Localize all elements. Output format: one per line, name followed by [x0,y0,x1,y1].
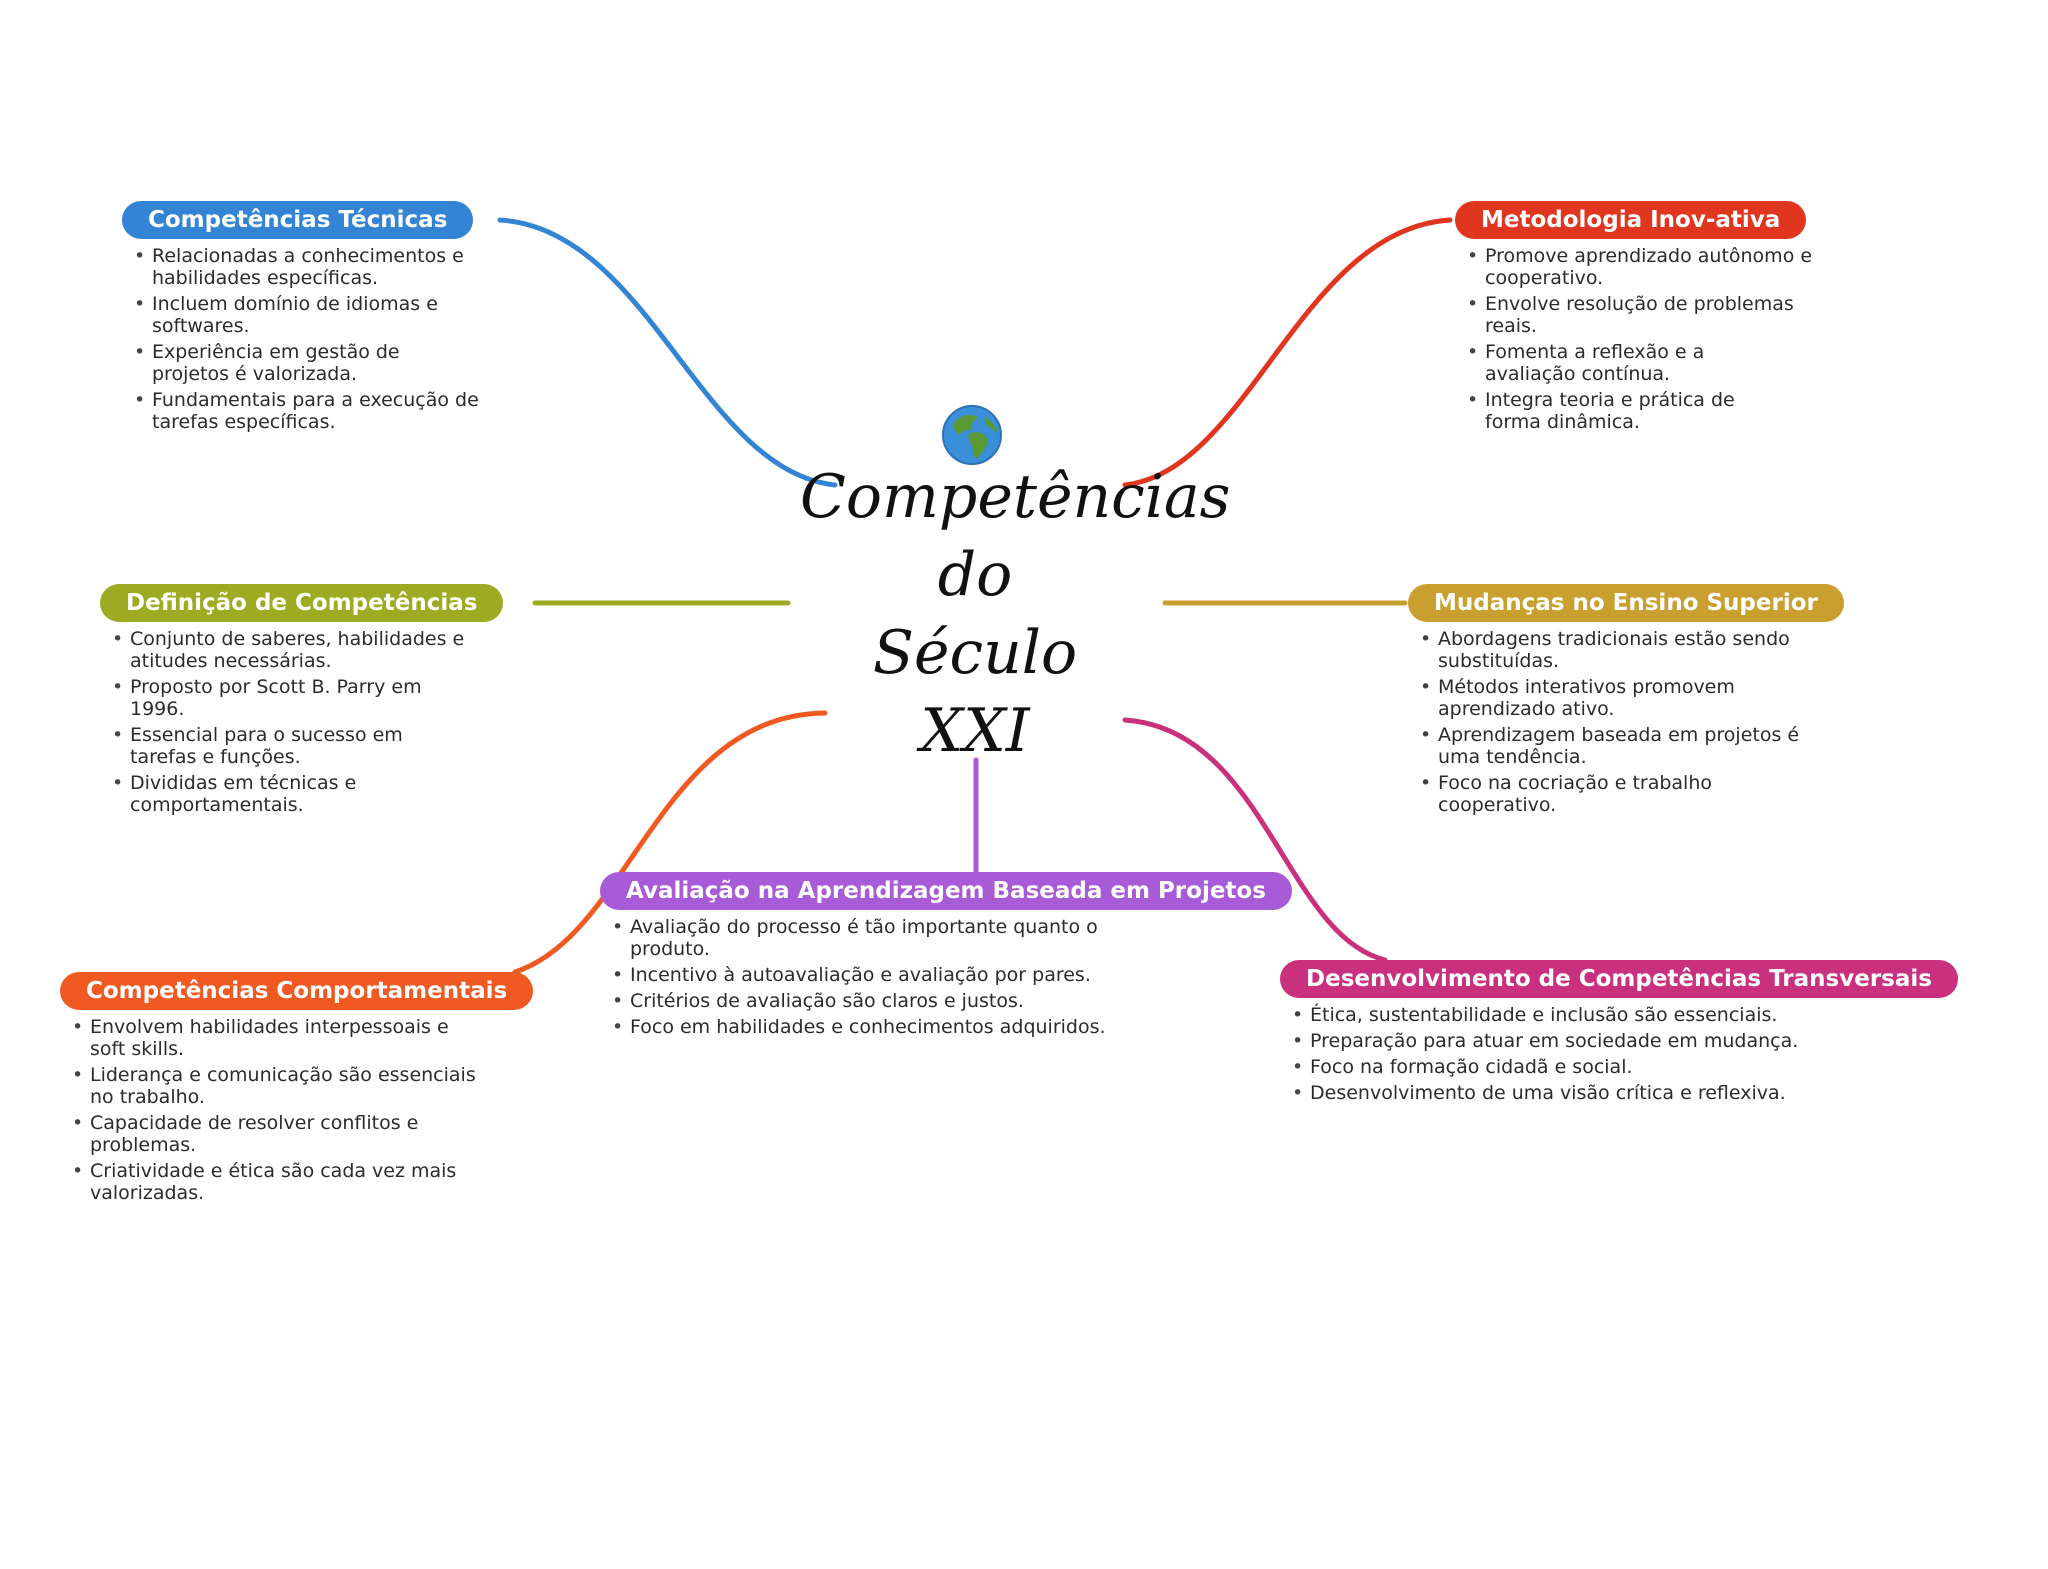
bullet-item: Foco em habilidades e conhecimentos adqu… [612,1016,1360,1038]
bullet-item: Ética, sustentabilidade e inclusão são e… [1292,1004,2020,1026]
bullet-item: Relacionadas a conhecimentos e habilidad… [134,245,542,289]
connector-competencias-tecnicas [497,217,838,488]
bullet-item: Aprendizagem baseada em projetos é uma t… [1420,724,1878,768]
branch-definicao-de-competencias: Definição de Competências Conjunto de sa… [100,584,540,820]
bullet-item: Liderança e comunicação são essenciais n… [72,1064,570,1108]
bullet-item: Preparação para atuar em sociedade em mu… [1292,1030,2020,1052]
central-title-line: XXI [920,696,1030,766]
branch-metodologia-inov-ativa: Metodologia Inov-ativa Promove aprendiza… [1455,201,1875,437]
branch-title[interactable]: Competências Técnicas [122,201,474,239]
bullet-list: Envolvem habilidades interpessoais e sof… [60,1016,570,1204]
bullet-item: Incluem domínio de idiomas e softwares. [134,293,542,337]
branch-title[interactable]: Competências Comportamentais [60,972,534,1010]
branch-desenvolvimento-transversais: Desenvolvimento de Competências Transver… [1280,960,2020,1108]
bullet-list: Abordagens tradicionais estão sendo subs… [1408,628,1878,816]
bullet-list: Conjunto de saberes, habilidades e atitu… [100,628,540,816]
branch-avaliacao-na-aprendizagem: Avaliação na Aprendizagem Baseada em Pro… [600,872,1360,1042]
central-title-line: Competências [800,462,1231,532]
bullet-item: Abordagens tradicionais estão sendo subs… [1420,628,1878,672]
bullet-item: Criatividade e ética são cada vez mais v… [72,1160,570,1204]
branch-title[interactable]: Mudanças no Ensino Superior [1408,584,1844,622]
bullet-item: Conjunto de saberes, habilidades e atitu… [112,628,540,672]
branch-title[interactable]: Metodologia Inov-ativa [1455,201,1807,239]
connector-competencias-comportamentais [512,710,828,975]
bullet-item: Avaliação do processo é tão importante q… [612,916,1360,960]
bullet-item: Essencial para o sucesso em tarefas e fu… [112,724,540,768]
central-topic-title: Competências do Século XXI [800,458,1231,770]
branch-mudancas-no-ensino-superior: Mudanças no Ensino Superior Abordagens t… [1408,584,1878,820]
bullet-item: Critérios de avaliação são claros e just… [612,990,1360,1012]
central-title-line: do [937,540,1013,610]
bullet-item: Experiência em gestão de projetos é valo… [134,341,542,385]
bullet-list: Ética, sustentabilidade e inclusão são e… [1280,1004,2020,1104]
branch-competencias-comportamentais: Competências Comportamentais Envolvem ha… [60,972,570,1208]
bullet-item: Foco na formação cidadã e social. [1292,1056,2020,1078]
connector-metodologia-inov-ativa [1122,217,1453,488]
central-title-line: Século [872,618,1078,688]
bullet-item: Proposto por Scott B. Parry em 1996. [112,676,540,720]
bullet-item: Capacidade de resolver conflitos e probl… [72,1112,570,1156]
branch-competencias-tecnicas: Competências Técnicas Relacionadas a con… [122,201,542,437]
globe-icon [940,403,1004,472]
branch-title[interactable]: Desenvolvimento de Competências Transver… [1280,960,1958,998]
branch-title[interactable]: Definição de Competências [100,584,504,622]
bullet-item: Foco na cocriação e trabalho cooperativo… [1420,772,1878,816]
bullet-item: Fomenta a reflexão e a avaliação contínu… [1467,341,1875,385]
bullet-item: Promove aprendizado autônomo e cooperati… [1467,245,1875,289]
branch-title[interactable]: Avaliação na Aprendizagem Baseada em Pro… [600,872,1292,910]
bullet-item: Envolvem habilidades interpessoais e sof… [72,1016,570,1060]
bullet-item: Integra teoria e prática de forma dinâmi… [1467,389,1875,433]
bullet-item: Divididas em técnicas e comportamentais. [112,772,540,816]
bullet-list: Avaliação do processo é tão importante q… [600,916,1360,1038]
bullet-item: Desenvolvimento de uma visão crítica e r… [1292,1082,2020,1104]
bullet-item: Métodos interativos promovem aprendizado… [1420,676,1878,720]
bullet-item: Incentivo à autoavaliação e avaliação po… [612,964,1360,986]
bullet-list: Relacionadas a conhecimentos e habilidad… [122,245,542,433]
bullet-list: Promove aprendizado autônomo e cooperati… [1455,245,1875,433]
bullet-item: Fundamentais para a execução de tarefas … [134,389,542,433]
bullet-item: Envolve resolução de problemas reais. [1467,293,1875,337]
